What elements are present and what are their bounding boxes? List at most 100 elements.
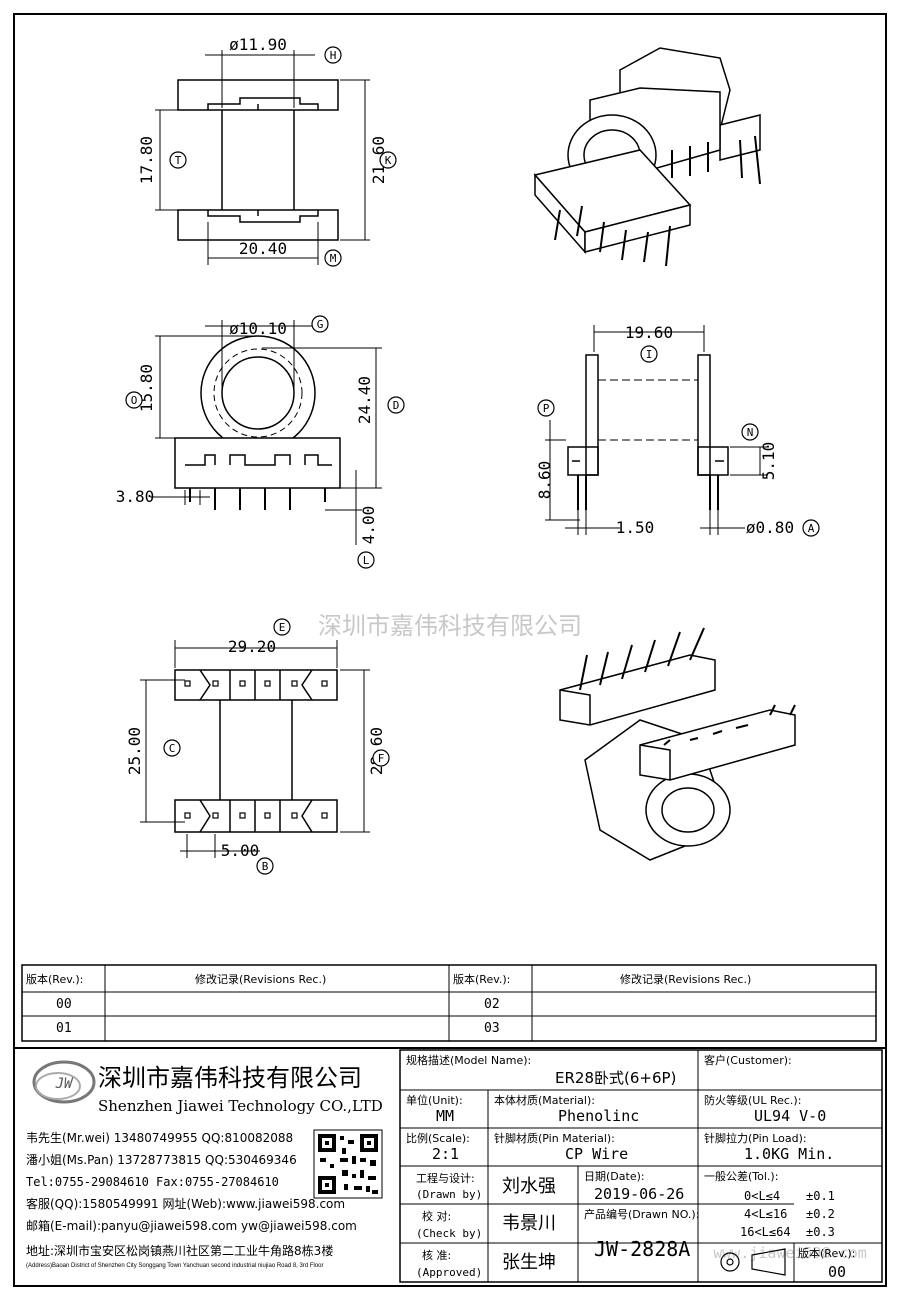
callout-D: D — [393, 399, 400, 412]
callouts — [125, 46, 820, 875]
callout-L: L — [363, 554, 370, 567]
material-label: 本体材质(Material): — [494, 1094, 595, 1107]
check-label-en: (Check by) — [416, 1227, 483, 1240]
pin-material-label: 针脚材质(Pin Material): — [494, 1132, 615, 1145]
ul-label: 防火等级(UL Rec.): — [704, 1094, 802, 1107]
unit-label: 单位(Unit): — [406, 1094, 463, 1107]
tol-range-1: 0<L≤4 — [744, 1189, 781, 1203]
rev-row-02: 02 — [484, 997, 500, 1012]
sheet-border — [13, 13, 887, 1287]
front-view — [174, 335, 341, 510]
rev-row-01: 01 — [56, 1021, 72, 1036]
pin-load-label: 针脚拉力(Pin Load): — [704, 1132, 807, 1145]
callout-C: C — [169, 742, 176, 755]
pin-material-value: CP Wire — [565, 1145, 629, 1163]
callout-O: O — [131, 394, 138, 407]
dim-pin-pitch: 1.50 — [616, 518, 655, 537]
callout-P: P — [543, 402, 550, 415]
callout-I: I — [646, 348, 653, 361]
dim-pin-offset: 3.80 — [116, 487, 155, 506]
contact-tel-fax: Tel:0755-29084610 Fax:0755-27084610 — [26, 1175, 279, 1189]
rev-header-right: 版本(Rev.): — [453, 973, 511, 986]
dim-core-id: ø10.10 — [229, 319, 287, 338]
drawing-number-label: 产品编号(Drawn NO.): — [584, 1208, 700, 1221]
rev-value: 00 — [828, 1263, 847, 1281]
approve-label-en: (Approved) — [416, 1266, 483, 1279]
rec-header-left: 修改记录(Revisions Rec.) — [195, 973, 327, 986]
tol-range-2: 4<L≤16 — [744, 1207, 788, 1221]
company-name-cn: 深圳市嘉伟科技有限公司 — [98, 1064, 362, 1092]
date-label: 日期(Date): — [584, 1170, 645, 1183]
side-view-dims — [155, 50, 370, 265]
company-name-en: Shenzhen Jiawei Technology CO.,LTD — [98, 1097, 383, 1115]
unit-value: MM — [436, 1107, 455, 1125]
dim-ring-id: ø11.90 — [229, 35, 287, 54]
title-block — [399, 1049, 883, 1283]
dim-pin-diameter: ø0.80 — [746, 518, 794, 537]
approve-label-cn: 核 准: — [422, 1249, 452, 1262]
dim-total-height: 21.60 — [369, 136, 388, 184]
dim-pin-length: 4.00 — [359, 506, 378, 545]
contact-qq-web: 客服(QQ):1580549991 网址(Web):www.jiawei598.… — [26, 1197, 346, 1211]
material-value: Phenolinc — [558, 1107, 640, 1125]
callout-N: N — [747, 426, 754, 439]
dim-flange-width: 20.40 — [239, 239, 287, 258]
end-view — [567, 354, 729, 510]
check-value: 韦景川 — [502, 1213, 556, 1234]
date-value: 2019-06-26 — [594, 1185, 685, 1203]
check-label-cn: 校 对: — [422, 1210, 452, 1223]
dim-pin-height: 8.60 — [535, 461, 554, 500]
side-view — [177, 79, 339, 241]
tolerance-label: 一般公差(Tol.): — [704, 1170, 779, 1183]
approve-value: 张生坤 — [502, 1252, 556, 1273]
contact-email: 邮箱(E-mail):panyu@jiawei598.com yw@jiawei… — [26, 1219, 357, 1233]
revision-table — [21, 964, 877, 1042]
model-value: ER28卧式(6+6P) — [555, 1069, 677, 1087]
contact-pan: 潘小姐(Ms.Pan) 13728773815 QQ:530469346 — [26, 1153, 297, 1167]
callout-B: B — [262, 860, 269, 873]
dim-pin-spacing: 5.00 — [221, 841, 260, 860]
rev-row-00: 00 — [56, 997, 72, 1012]
rec-header-right: 修改记录(Revisions Rec.) — [620, 973, 752, 986]
isometric-view-front — [533, 47, 761, 267]
qr-code — [313, 1129, 383, 1199]
ul-value: UL94 V-0 — [754, 1107, 827, 1125]
model-label: 规格描述(Model Name): — [406, 1054, 532, 1067]
bottom-view-dims — [140, 640, 370, 858]
dim-body-height: 24.40 — [355, 376, 374, 424]
drawn-label-cn: 工程与设计: — [416, 1172, 475, 1185]
scale-label: 比例(Scale): — [406, 1132, 470, 1145]
callout-A: A — [808, 522, 815, 535]
customer-label: 客户(Customer): — [704, 1054, 792, 1067]
callout-T: T — [175, 154, 182, 167]
projection-symbol — [720, 1248, 786, 1276]
callout-G: G — [317, 318, 324, 331]
scale-value: 2:1 — [432, 1145, 460, 1163]
rev-row-03: 03 — [484, 1021, 500, 1036]
tol-value-3: ±0.3 — [806, 1225, 835, 1239]
drawn-label-en: (Drawn by) — [416, 1188, 483, 1201]
company-logo: JW — [32, 1060, 96, 1104]
callout-M: M — [330, 252, 337, 265]
tol-value-1: ±0.1 — [806, 1189, 835, 1203]
drawn-value: 刘水强 — [502, 1176, 556, 1197]
callout-F: F — [378, 752, 385, 765]
rev-label: 版本(Rev.): — [798, 1247, 856, 1260]
end-view-dims — [545, 325, 768, 535]
tol-value-2: ±0.2 — [806, 1207, 835, 1221]
watermark-text: 深圳市嘉伟科技有限公司 — [318, 612, 582, 640]
dim-base-width: 19.60 — [625, 323, 673, 342]
callout-K: K — [385, 154, 392, 167]
front-view-dims — [150, 320, 382, 545]
dim-inner-height: 17.80 — [137, 136, 156, 184]
address-en: (Address)Baoan District of Shenzhen City… — [26, 1263, 324, 1269]
rev-header-left: 版本(Rev.): — [26, 973, 84, 986]
logo-text: JW — [55, 1076, 74, 1092]
tol-range-3: 16<L≤64 — [740, 1225, 791, 1239]
dim-base-height: 5.10 — [759, 442, 778, 481]
dim-overall-length: 29.20 — [228, 637, 276, 656]
callout-E: E — [279, 621, 286, 634]
isometric-view-rear — [559, 627, 796, 861]
pin-load-value: 1.0KG Min. — [744, 1145, 835, 1163]
